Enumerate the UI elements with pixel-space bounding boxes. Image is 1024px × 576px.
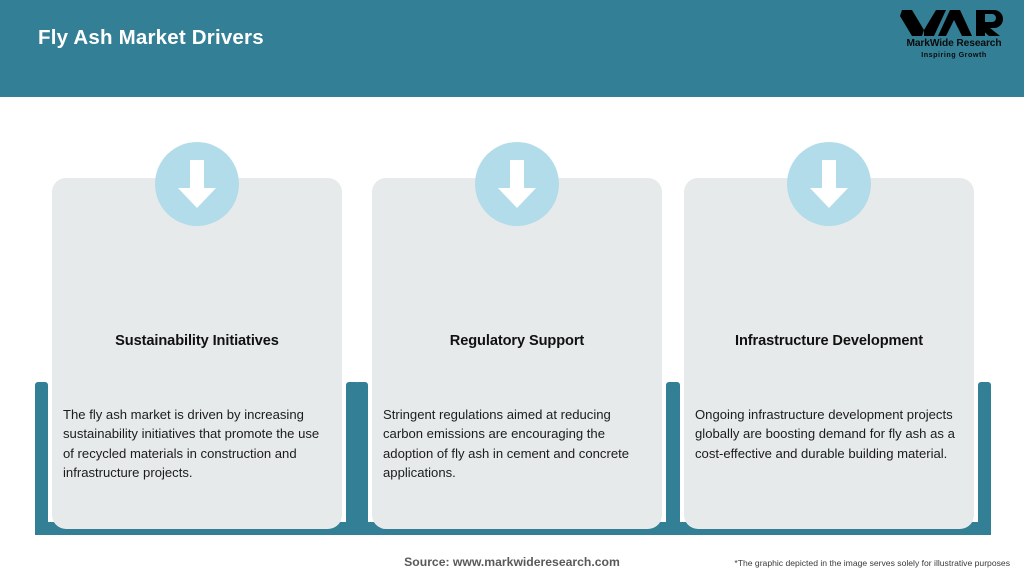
logo-tagline: Inspiring Growth (921, 50, 987, 59)
mwr-logo-icon (898, 8, 1010, 38)
card-body-text: Ongoing infrastructure development proje… (695, 407, 955, 461)
card-title: Regulatory Support (449, 333, 585, 349)
card-panel: Infrastructure Development Ongoing infra… (684, 178, 974, 529)
brand-logo: MarkWide Research Inspiring Growth (898, 8, 1010, 66)
card-body-text: The fly ash market is driven by increasi… (63, 407, 320, 480)
down-arrow-icon (787, 142, 871, 226)
driver-card-1: Sustainability Initiatives The fly ash m… (35, 97, 359, 537)
card-title: Sustainability Initiatives (115, 333, 279, 349)
bracket-arm-left (667, 382, 680, 535)
disclaimer-note: *The graphic depicted in the image serve… (734, 558, 1010, 568)
card-body-text: Stringent regulations aimed at reducing … (383, 407, 630, 480)
page-header: Fly Ash Market Drivers MarkWide Research… (0, 0, 1024, 97)
page-title: Fly Ash Market Drivers (38, 26, 264, 49)
source-label: Source: www.markwideresearch.com (404, 555, 620, 569)
card-panel: Regulatory Support Stringent regulations… (372, 178, 662, 529)
driver-card-3: Infrastructure Development Ongoing infra… (667, 97, 991, 537)
card-panel: Sustainability Initiatives The fly ash m… (52, 178, 342, 529)
bracket-arm-right (978, 382, 991, 535)
driver-card-2: Regulatory Support Stringent regulations… (355, 97, 679, 537)
bracket-arm-left (355, 382, 368, 535)
down-arrow-icon (475, 142, 559, 226)
down-arrow-icon (155, 142, 239, 226)
bracket-arm-left (35, 382, 48, 535)
logo-company-name: MarkWide Research (906, 38, 1002, 49)
drivers-card-stage: Sustainability Initiatives The fly ash m… (0, 97, 1024, 576)
card-title: Infrastructure Development (735, 333, 923, 349)
